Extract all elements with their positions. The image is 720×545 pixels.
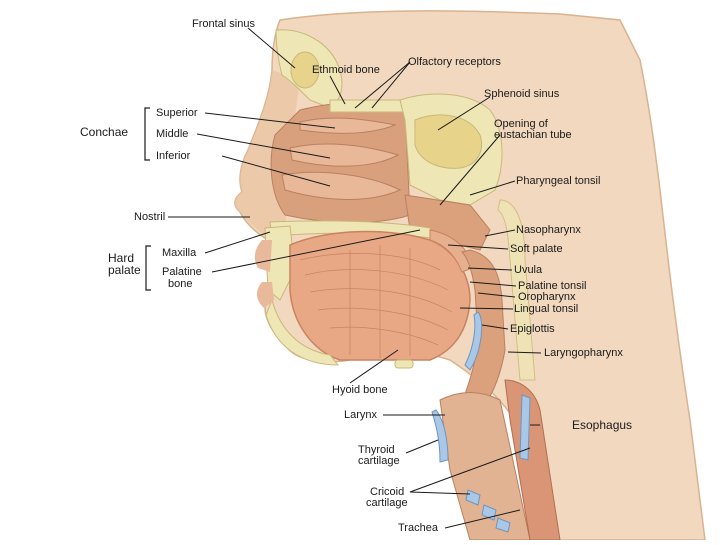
- label-hyoid-bone: Hyoid bone: [332, 384, 388, 396]
- sphenoid-sinus-cavity: [414, 114, 483, 169]
- conchae-bracket: [144, 107, 150, 161]
- label-frontal-sinus: Frontal sinus: [192, 18, 255, 30]
- label-thyroid-cartilage-line2: cartilage: [358, 455, 400, 467]
- label-thyroid-cartilage-line1: Thyroid: [358, 444, 395, 456]
- label-laryngopharynx: Laryngopharynx: [544, 347, 623, 359]
- inferior-concha: [281, 171, 402, 200]
- label-oropharynx: Oropharynx: [518, 291, 576, 303]
- label-palatine-bone-line1: Palatine: [162, 266, 202, 278]
- lower-lip: [256, 282, 274, 308]
- label-superior: Superior: [156, 107, 198, 119]
- label-sphenoid-sinus: Sphenoid sinus: [484, 88, 560, 100]
- label-palatine-bone-line2: bone: [168, 278, 193, 290]
- label-nasopharynx: Nasopharynx: [516, 224, 581, 236]
- label-hard-palate-line2: palate: [108, 263, 141, 277]
- middle-concha: [289, 143, 400, 167]
- hard-palate-bracket: [145, 245, 151, 291]
- label-epiglottis: Epiglottis: [510, 323, 555, 335]
- label-nostril: Nostril: [134, 211, 166, 223]
- label-pharyngeal-tonsil: Pharyngeal tonsil: [516, 175, 601, 187]
- label-palatine-tonsil: Palatine tonsil: [518, 280, 587, 292]
- label-maxilla: Maxilla: [162, 247, 197, 259]
- epiglottis-shape: [464, 311, 483, 371]
- label-conchae: Conchae: [80, 125, 129, 139]
- label-middle: Middle: [156, 128, 189, 140]
- esophagus-cartilage: [519, 394, 531, 461]
- label-larynx: Larynx: [344, 409, 378, 421]
- label-soft-palate: Soft palate: [510, 243, 563, 255]
- soft-palate-shape: [429, 229, 473, 273]
- label-opening-eustachian-line1: Opening of: [494, 118, 548, 130]
- label-uvula: Uvula: [514, 264, 543, 276]
- label-trachea: Trachea: [398, 522, 438, 534]
- thyroid-cartilage-shape: [431, 409, 449, 463]
- leader-lines: [168, 27, 542, 529]
- label-cricoid-cartilage-line2: cartilage: [366, 497, 408, 509]
- mandible: [265, 298, 340, 366]
- ethmoid-bone-shape: [329, 99, 406, 113]
- label-opening-eustachian-line2: eustachian tube: [494, 129, 572, 141]
- label-cricoid-cartilage-line1: Cricoid: [370, 486, 405, 498]
- label-hard-palate-line1: Hard: [108, 251, 135, 265]
- label-inferior: Inferior: [156, 150, 191, 162]
- cervical-spine: [497, 199, 536, 381]
- maxilla-bone: [264, 225, 296, 301]
- superior-concha: [299, 117, 397, 134]
- frontal-sinus-cavity: [290, 51, 320, 89]
- label-olfactory-receptors: Olfactory receptors: [408, 56, 501, 68]
- tracheal-ring-2: [495, 517, 511, 533]
- hyoid-bone-shape: [394, 359, 414, 369]
- upper-lip: [254, 240, 272, 272]
- label-lingual-tonsil: Lingual tonsil: [514, 303, 579, 315]
- tongue-muscle-fibers: [299, 245, 453, 358]
- label-ethmoid-bone: Ethmoid bone: [312, 64, 380, 76]
- label-esophagus: Esophagus: [572, 418, 633, 432]
